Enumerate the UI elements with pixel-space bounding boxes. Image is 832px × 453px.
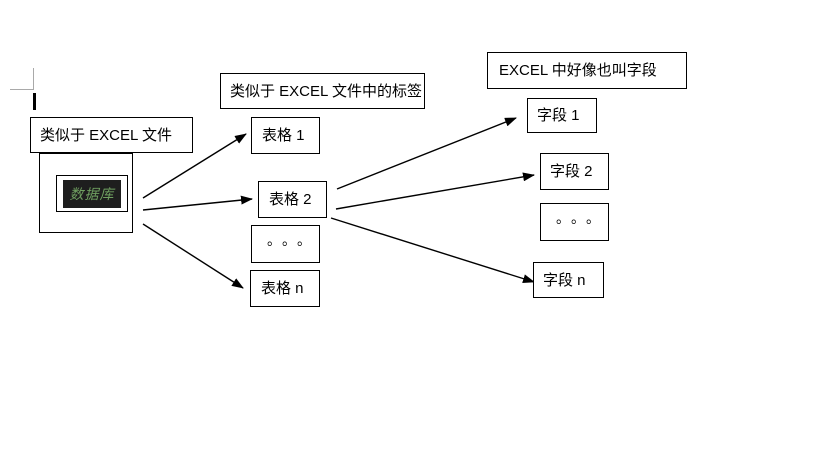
table-n-text: 表格 n — [261, 280, 304, 297]
table-n-box[interactable]: 表格 n — [250, 270, 320, 307]
arrow-database-to-table-n[interactable] — [142, 223, 244, 289]
field-2-text: 字段 2 — [550, 163, 593, 180]
tables-label-box[interactable]: 类似于 EXCEL 文件中的标签 — [220, 73, 425, 109]
fields-label-box[interactable]: EXCEL 中好像也叫字段 — [487, 52, 687, 89]
database-name-box[interactable]: 数据库 — [56, 175, 128, 212]
page-margin-corner-horizontal — [10, 89, 34, 90]
database-label-text: 类似于 EXCEL 文件 — [40, 126, 172, 144]
text-insertion-cursor — [33, 93, 36, 110]
table-2-box[interactable]: 表格 2 — [258, 181, 327, 218]
field-2-box[interactable]: 字段 2 — [540, 153, 609, 190]
tables-label-text: 类似于 EXCEL 文件中的标签 — [230, 82, 422, 100]
database-name-text: 数据库 — [69, 185, 115, 202]
database-label-box[interactable]: 类似于 EXCEL 文件 — [30, 117, 193, 153]
table-1-text: 表格 1 — [262, 127, 305, 144]
table-1-box[interactable]: 表格 1 — [251, 117, 320, 154]
fields-label-text: EXCEL 中好像也叫字段 — [499, 62, 657, 79]
field-n-box[interactable]: 字段 n — [533, 262, 604, 298]
arrow-table-2-to-field-1[interactable] — [336, 117, 517, 190]
field-1-text: 字段 1 — [537, 107, 580, 124]
fields-ellipsis-text: 。。。 — [556, 210, 608, 226]
tables-ellipsis-text: 。。。 — [267, 232, 319, 248]
arrow-table-2-to-field-2[interactable] — [335, 172, 535, 210]
field-n-text: 字段 n — [543, 271, 586, 289]
page-margin-corner-vertical — [33, 68, 34, 90]
field-1-box[interactable]: 字段 1 — [527, 98, 597, 133]
arrow-database-to-table-1[interactable] — [142, 133, 247, 199]
arrow-database-to-table-2[interactable] — [142, 195, 253, 211]
tables-ellipsis-box[interactable]: 。。。 — [251, 225, 320, 263]
database-name-dark-panel: 数据库 — [63, 179, 121, 208]
fields-ellipsis-box[interactable]: 。。。 — [540, 203, 609, 241]
table-2-text: 表格 2 — [269, 191, 312, 208]
arrow-table-2-to-field-n[interactable] — [330, 217, 535, 283]
